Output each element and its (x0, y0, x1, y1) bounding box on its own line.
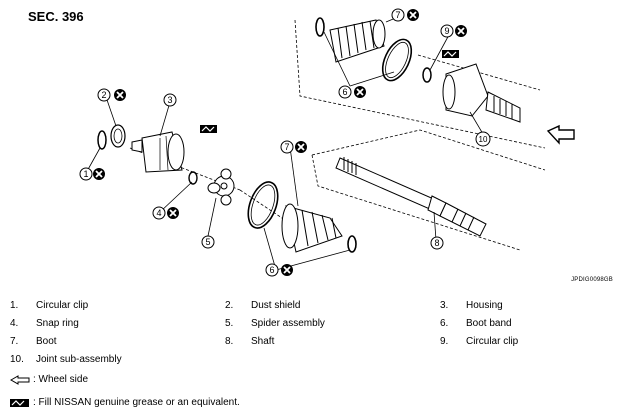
legend-item: 10. Joint sub-assembly (10, 354, 122, 365)
svg-text:8: 8 (434, 238, 439, 248)
non-reusable-icon (353, 85, 367, 99)
guide-lines (129, 19, 546, 251)
legend-item: 7. Boot (10, 336, 57, 347)
callout-7-lower: 7 (280, 140, 308, 154)
legend-label: Housing (466, 300, 503, 311)
legend-number: 9. (440, 336, 449, 347)
callouts: 1 2 3 4 5 6 6 7 7 8 9 10 (79, 8, 491, 277)
circular-clip-1 (97, 130, 107, 150)
shaft (335, 157, 487, 237)
svg-text:4: 4 (156, 208, 161, 218)
grease-text: : Fill NISSAN genuine grease or an equiv… (33, 397, 240, 408)
svg-text:7: 7 (395, 10, 400, 20)
wheel-side-arrow-icon (546, 124, 575, 145)
non-reusable-icon (294, 140, 308, 154)
legend-label: Joint sub-assembly (36, 354, 122, 365)
callout-10: 10 (475, 131, 491, 147)
joint-sub-assembly (442, 63, 521, 123)
svg-text:6: 6 (269, 265, 274, 275)
figure-code: JPDIG0098GB (571, 277, 613, 283)
upper-boot-band (381, 38, 413, 82)
upper-small-ring (315, 17, 325, 37)
svg-text:5: 5 (205, 237, 210, 247)
housing (131, 131, 185, 173)
svg-text:3: 3 (167, 95, 172, 105)
callout-9: 9 (440, 24, 468, 38)
non-reusable-icon (454, 24, 468, 38)
legend-label: Snap ring (36, 318, 79, 329)
non-reusable-icon (406, 8, 420, 22)
callout-5: 5 (201, 235, 215, 249)
svg-text:10: 10 (479, 135, 488, 144)
callout-4: 4 (152, 206, 180, 220)
legend-label: Boot (36, 336, 57, 347)
svg-text:9: 9 (444, 26, 449, 36)
non-reusable-icon (166, 206, 180, 220)
legend-number: 5. (225, 318, 234, 329)
callout-8: 8 (430, 236, 444, 250)
lower-boot (281, 203, 343, 253)
wheel-side-note: : Wheel side (10, 374, 88, 385)
legend-number: 1. (10, 300, 19, 311)
legend-item: 3. Housing (440, 300, 503, 311)
driveshaft-exploded-diagram: 1 2 3 4 5 6 6 7 7 8 9 10 (79, 8, 575, 277)
legend-label: Circular clip (36, 300, 89, 311)
callout-7-upper: 7 (391, 8, 420, 22)
grease-icon-upper (441, 49, 460, 59)
spider-assembly (207, 168, 235, 206)
svg-text:6: 6 (342, 87, 347, 97)
svg-text:2: 2 (101, 90, 106, 100)
legend-number: 6. (440, 318, 449, 329)
grease-icon-lower (199, 124, 218, 134)
legend-label: Shaft (251, 336, 275, 347)
legend-label: Dust shield (251, 300, 301, 311)
legend-item: 2. Dust shield (225, 300, 300, 311)
legend-item: 4. Snap ring (10, 318, 79, 329)
legend-item: 9. Circular clip (440, 336, 518, 347)
legend-label: Circular clip (466, 336, 519, 347)
callout-3: 3 (163, 93, 177, 107)
legend-item: 6. Boot band (440, 318, 512, 329)
legend-number: 4. (10, 318, 19, 329)
section-title: SEC. 396 (28, 9, 84, 24)
grease-icon (10, 398, 29, 407)
lower-boot-band (247, 181, 279, 229)
legend-item: 5. Spider assembly (225, 318, 325, 329)
legend-label: Boot band (466, 318, 512, 329)
legend-number: 10. (10, 354, 24, 365)
callout-6-upper: 6 (338, 85, 367, 99)
legend-label: Spider assembly (251, 318, 325, 329)
callout-1: 1 (79, 167, 106, 181)
upper-boot (329, 19, 386, 63)
grease-note: : Fill NISSAN genuine grease or an equiv… (10, 397, 240, 408)
legend-item: 8. Shaft (225, 336, 274, 347)
callout-6-lower: 6 (265, 263, 294, 277)
snap-ring (188, 171, 198, 185)
legend-item: 1. Circular clip (10, 300, 88, 311)
wheel-side-text: : Wheel side (33, 374, 89, 385)
circular-clip-9 (422, 67, 432, 83)
legend-number: 2. (225, 300, 234, 311)
svg-text:7: 7 (284, 142, 289, 152)
non-reusable-icon (280, 263, 294, 277)
svg-text:1: 1 (83, 169, 88, 179)
legend-number: 8. (225, 336, 234, 347)
hollow-arrow-icon (10, 374, 30, 385)
non-reusable-icon (113, 88, 127, 102)
lower-small-ring (347, 235, 357, 253)
dust-shield (110, 124, 126, 148)
legend-number: 3. (440, 300, 449, 311)
callout-2: 2 (97, 88, 127, 102)
non-reusable-icon (92, 167, 106, 181)
legend-number: 7. (10, 336, 19, 347)
